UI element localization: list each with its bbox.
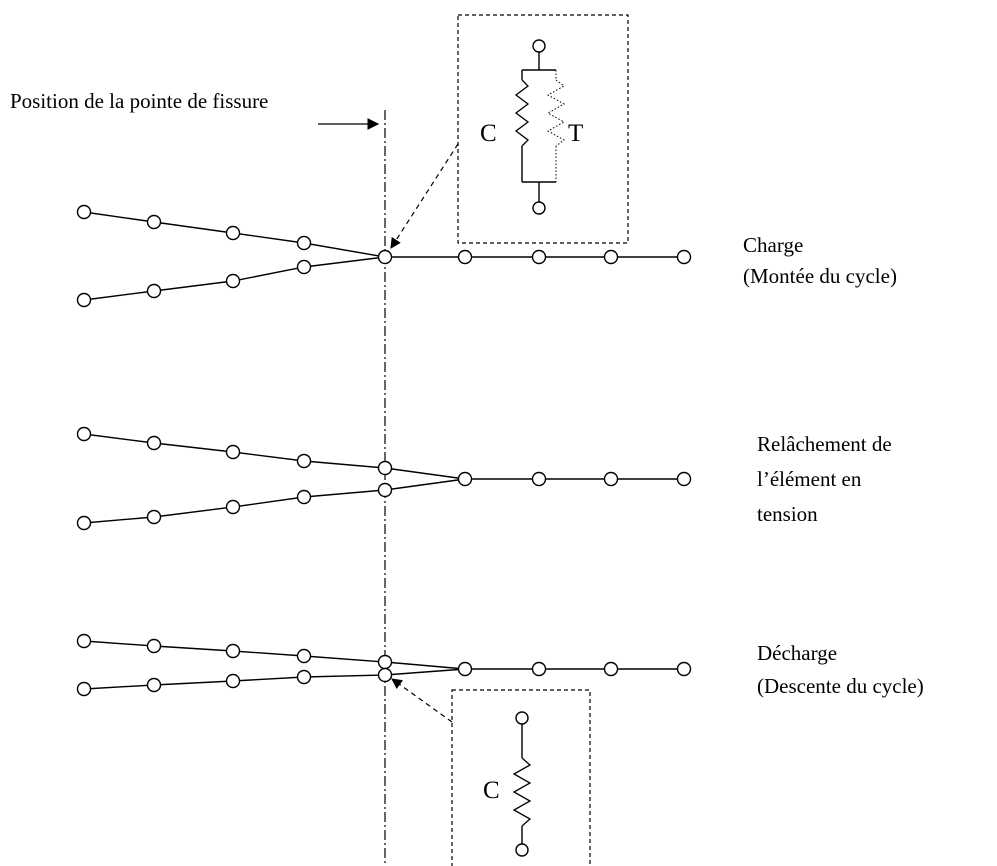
- charge-label-line1: Charge: [743, 233, 803, 257]
- mesh-row-decharge: [76, 633, 692, 697]
- mesh-nodes: [76, 204, 692, 308]
- pointer-arrow-top: [390, 143, 459, 249]
- spring-label-c-bottom: C: [483, 777, 500, 804]
- release-label-line2: l’élément en: [757, 467, 862, 491]
- charge-label-line2: (Montée du cycle): [743, 264, 897, 288]
- release-label-line1: Relâchement de: [757, 432, 892, 456]
- mesh-nodes: [76, 633, 692, 697]
- pointer-arrow-bottom: [391, 678, 453, 723]
- mesh-row-charge: [76, 204, 692, 308]
- decharge-label-line1: Décharge: [757, 641, 837, 665]
- release-label-line3: tension: [757, 502, 818, 526]
- decharge-label-line2: (Descente du cycle): [757, 674, 924, 698]
- spring-label-t: T: [568, 120, 583, 147]
- mesh-row-release: [76, 426, 692, 531]
- spring-box-bottom: C: [451, 689, 591, 866]
- mesh-nodes: [76, 426, 692, 531]
- crack-tip-label: Position de la pointe de fissure: [10, 89, 268, 113]
- spring-label-c: C: [480, 120, 497, 147]
- spring-box-top: C T: [457, 14, 629, 244]
